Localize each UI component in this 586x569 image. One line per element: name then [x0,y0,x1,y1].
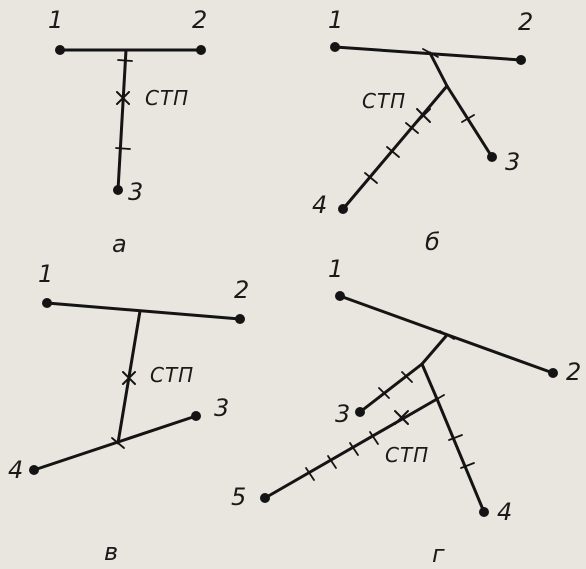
tick-g-9 [349,442,359,456]
node-label-b-4: 4 [312,191,327,219]
node-label-g-3: 3 [335,400,350,428]
node-a-3 [113,185,123,195]
node-b-4 [338,204,348,214]
tick-g-8 [327,455,337,469]
node-b-3 [487,152,497,162]
tick-a-2 [115,147,131,150]
node-label-g-5: 5 [231,483,246,511]
node-label-a-3: 3 [128,178,143,206]
node-g-4 [479,507,489,517]
edge-a-junction-3 [116,48,128,192]
edge-b-split-3 [445,84,494,159]
node-label-v-1: 1 [38,260,53,288]
node-label-g-2: 2 [566,358,581,386]
node-g-3 [355,407,365,417]
panel-a: 1 2 3 СТП а [48,6,207,258]
node-g-1 [335,291,345,301]
stp-marker-v [122,371,136,385]
stp-label-g: СТП [385,443,429,467]
tick-g-2 [378,387,390,399]
edge-b-1-2 [333,45,523,62]
panel-label-g: г [432,540,445,568]
tick-g-3 [401,371,413,383]
panel-v: 1 2 3 4 СТП в [8,260,249,566]
node-label-g-1: 1 [328,255,343,283]
node-b-2 [516,55,526,65]
edge-b-split-4 [341,84,449,211]
node-label-a-1: 1 [48,6,63,34]
tick-b-2 [461,114,475,123]
tick-v-1 [111,437,125,449]
node-label-b-2: 2 [518,8,533,36]
edge-g-j2-j3 [420,362,439,401]
node-label-v-3: 3 [214,394,229,422]
stp-marker-a [116,91,130,105]
stp-label-v: СТП [150,363,194,387]
panel-label-b: б [425,228,440,256]
tick-b-3 [405,122,419,134]
stp-label-b: СТП [362,89,406,113]
node-b-1 [330,42,340,52]
tick-g-4 [429,394,445,404]
edge-g-j2-3 [358,362,424,414]
node-label-v-2: 2 [234,276,249,304]
node-label-b-1: 1 [328,6,343,34]
panel-b: 1 2 3 4 СТП б [312,6,533,256]
node-v-4 [29,465,39,475]
panel-label-a: а [112,230,127,258]
tick-g-7 [305,467,315,481]
node-v-1 [42,298,52,308]
edge-b-junction-split [428,51,449,88]
tick-b-4 [386,146,400,158]
tick-a-1 [117,59,133,62]
panel-g: 1 2 3 4 5 СТП г [231,255,581,568]
tick-g-5 [448,434,463,441]
node-a-1 [55,45,65,55]
node-v-2 [235,314,245,324]
node-g-2 [548,368,558,378]
edge-v-4-3 [32,414,198,472]
node-label-v-4: 4 [8,456,23,484]
node-label-g-4: 4 [497,498,512,526]
node-label-b-3: 3 [505,148,520,176]
edge-v-1-2 [45,301,242,321]
tick-b-5 [364,172,378,184]
tick-b-1 [422,48,439,58]
node-label-a-2: 2 [192,6,207,34]
stp-marker-b [416,108,431,123]
panel-label-v: в [104,538,118,566]
edge-g-j3-5 [263,397,439,500]
edge-g-junction-j2 [420,333,449,366]
stp-marker-g [394,410,409,425]
tick-g-1 [439,330,455,340]
node-g-5 [260,493,270,503]
tick-g-10 [369,431,379,445]
stp-label-a: СТП [145,86,189,110]
tick-g-6 [460,462,475,469]
edge-g-j3-4 [435,397,486,514]
node-a-2 [196,45,206,55]
node-v-3 [191,411,201,421]
